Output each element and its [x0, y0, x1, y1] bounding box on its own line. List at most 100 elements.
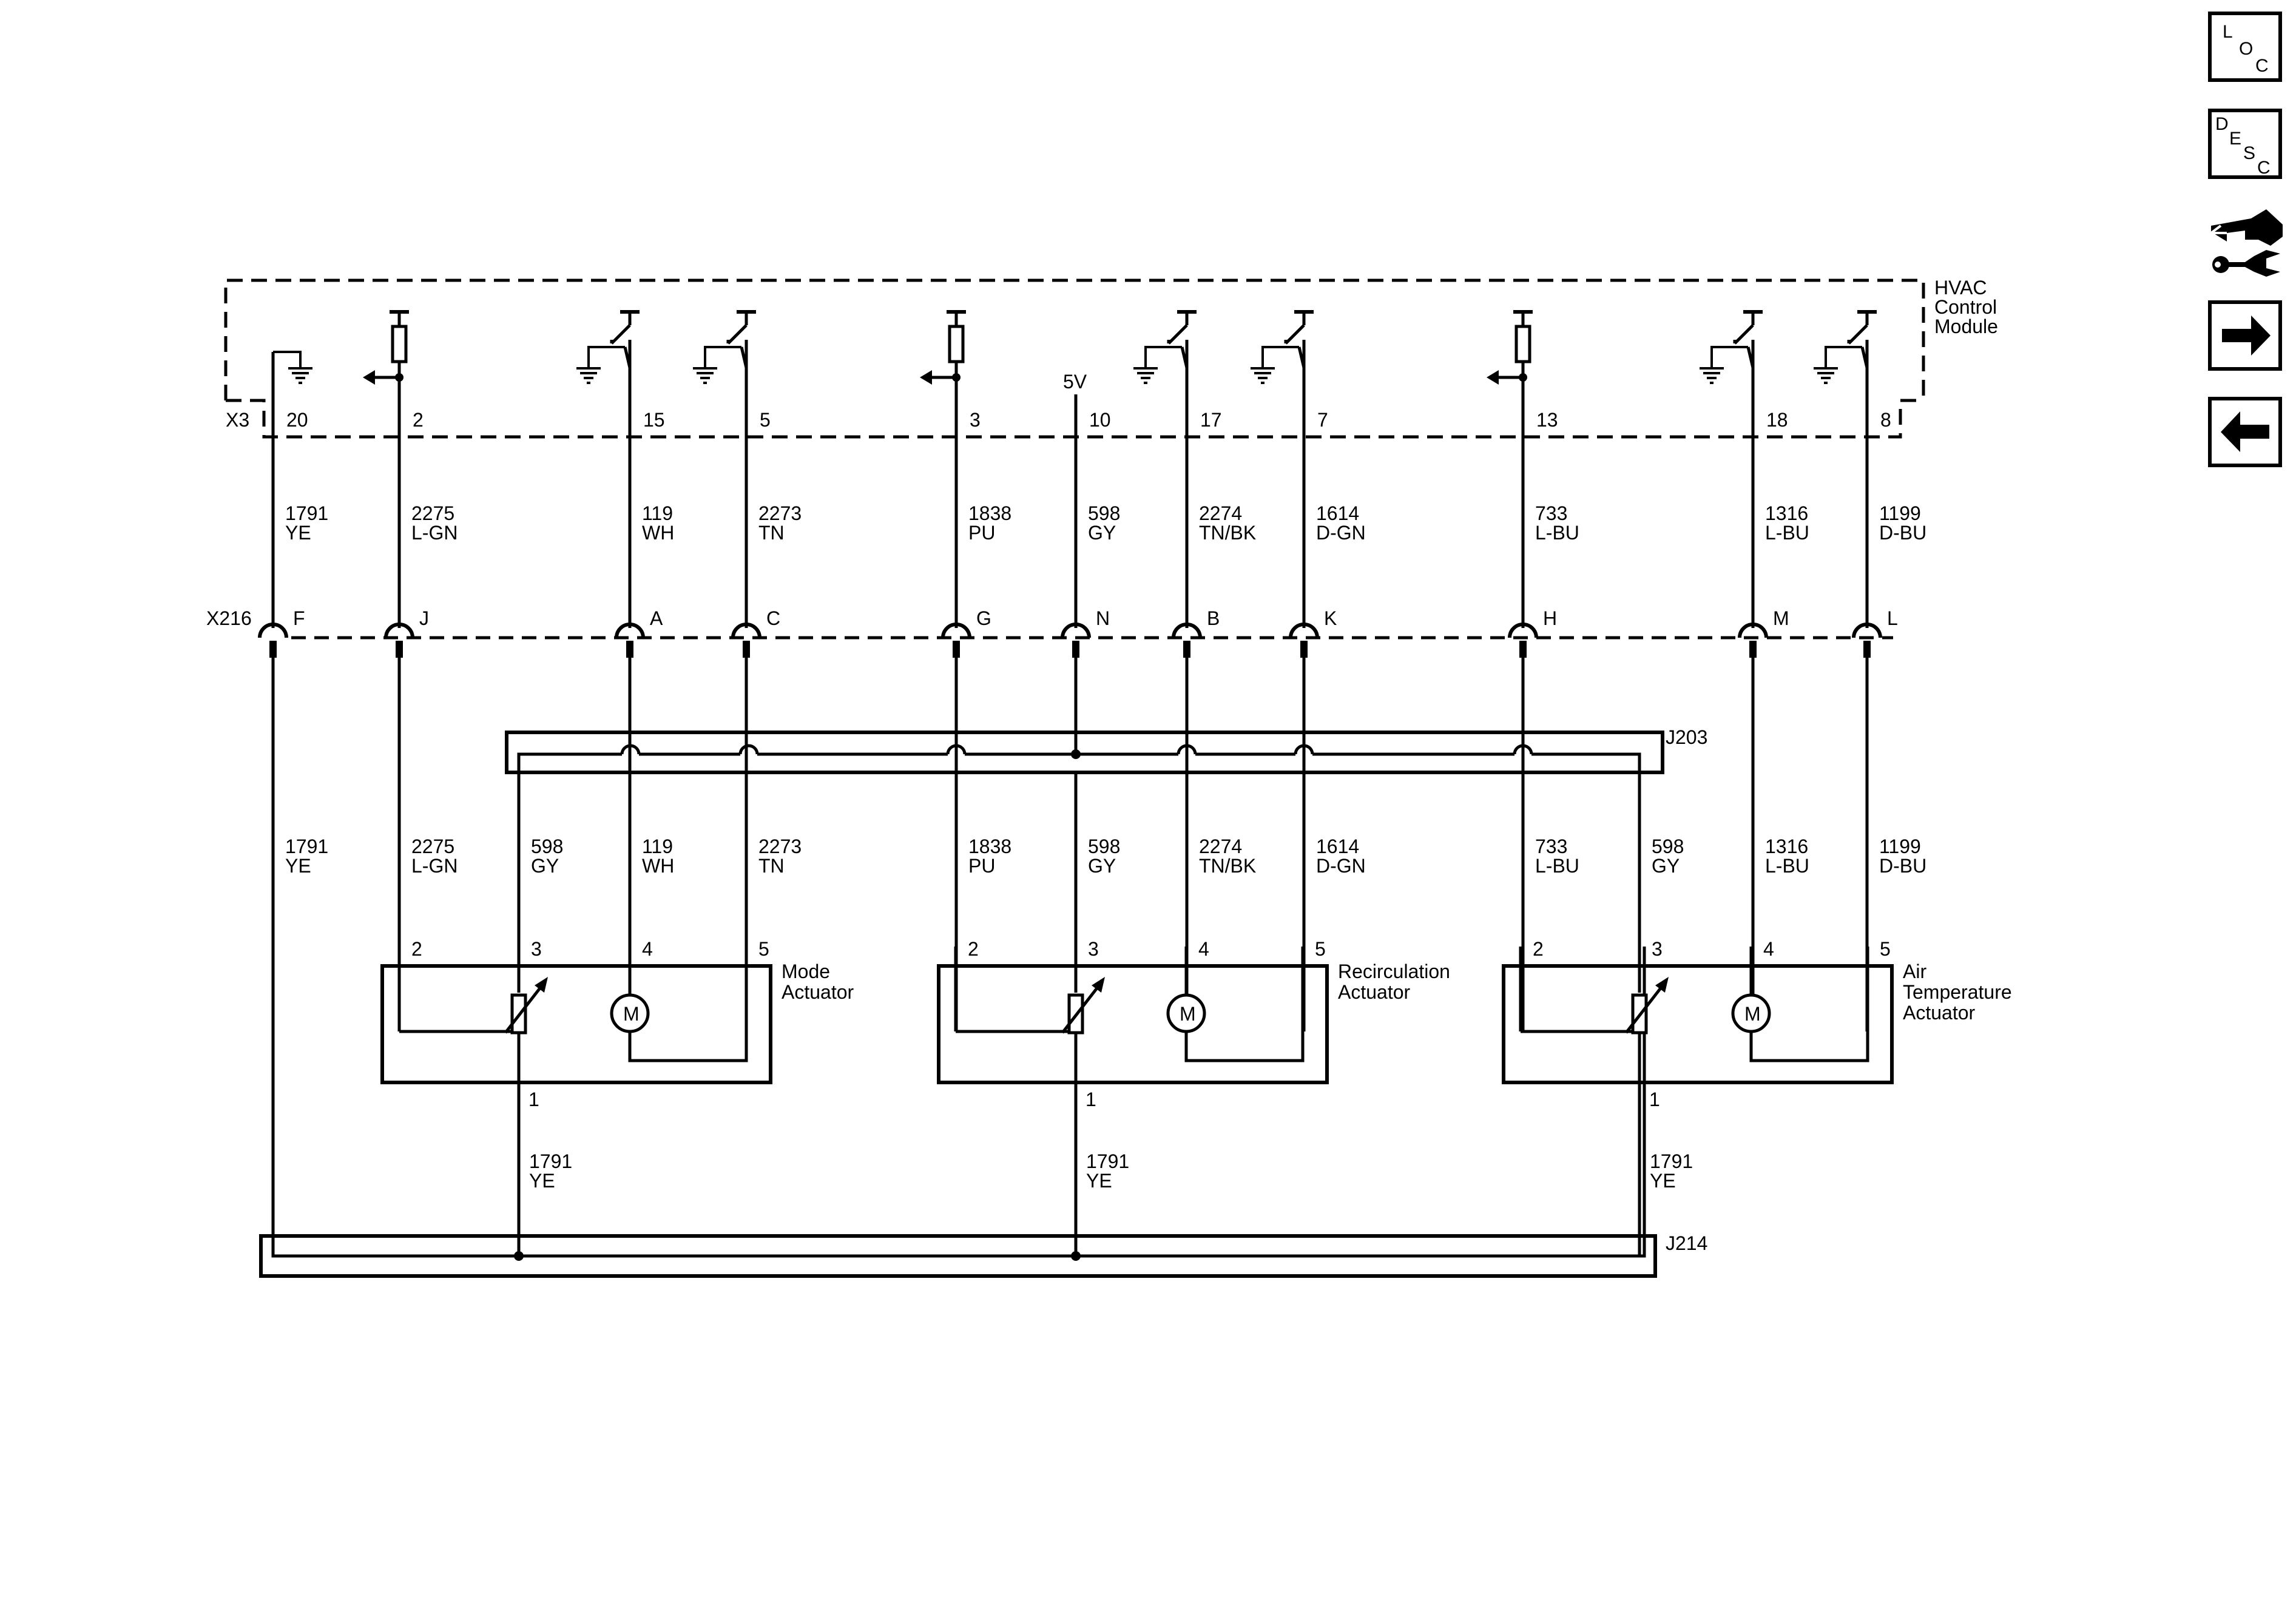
module-name-line3: Module — [1934, 316, 1998, 337]
actuator-ground-pin-label: 1 — [1649, 1089, 1660, 1110]
switch-contact — [1860, 346, 1869, 368]
wire-circuit-lower: 2275 — [411, 836, 454, 857]
recirc-ground-circuit: 1791 — [1086, 1150, 1129, 1172]
wire-color-upper: GY — [1088, 522, 1116, 544]
switch-contact — [1297, 346, 1306, 368]
wire-circuit-lower: 1316 — [1765, 836, 1808, 857]
wire-circuit-upper: 2275 — [411, 502, 454, 524]
supply-color-label: GY — [1088, 855, 1116, 877]
wiper-arrow-icon — [1092, 977, 1105, 993]
desc-letter-1: D — [2215, 114, 2229, 134]
wire-color-upper: WH — [642, 522, 674, 544]
x3-pin-label: 15 — [643, 409, 665, 431]
switch-blade — [610, 324, 631, 345]
x216-pin-c3 — [953, 641, 960, 658]
x216-pin-label: M — [1773, 607, 1789, 629]
x216-terminal-c18 — [1738, 623, 1768, 638]
x216-pin-c10 — [1072, 641, 1079, 658]
actuator-housing — [380, 964, 772, 1084]
actuator-name-line: Actuator — [1338, 981, 1411, 1003]
motor-label: M — [1744, 1003, 1761, 1025]
wire-circuit-lower: 2274 — [1199, 836, 1242, 857]
switch-ground-lead — [587, 346, 625, 367]
nav-button-prev[interactable] — [2208, 397, 2282, 467]
wire-circuit-lower: 1791 — [285, 836, 328, 857]
wire-color-upper: PU — [968, 522, 995, 544]
actuator-pin-label: 3 — [1088, 938, 1099, 960]
splice-pack-j203 — [505, 731, 1664, 774]
x216-pin-c17 — [1183, 641, 1190, 658]
motor-return-wire — [1749, 947, 1869, 1062]
actuator-housing — [937, 964, 1329, 1084]
mode-ground-color: YE — [529, 1170, 555, 1192]
wire-circuit-upper: 119 — [642, 502, 673, 524]
x3-pin-label: 18 — [1766, 409, 1788, 431]
potentiometer-wiper — [504, 983, 544, 1034]
x3-pin-label: 3 — [970, 409, 981, 431]
wire-color-lower: TN/BK — [1199, 855, 1256, 877]
switch-ground-lead — [1825, 346, 1862, 367]
wiper-arrow-icon — [535, 977, 548, 993]
ground-bus-j214 — [271, 643, 1646, 1258]
actuator-name-line: Actuator — [782, 981, 854, 1003]
recirc-ground-color: YE — [1086, 1170, 1112, 1192]
switch-ground-symbol — [1814, 367, 1838, 384]
signal-input-arrow-icon — [1487, 370, 1499, 385]
hvac-control-module — [224, 279, 1925, 439]
j203-bus-right — [1069, 752, 1641, 778]
wrench-service-icon[interactable] — [2210, 209, 2283, 277]
x216-pin-c18 — [1749, 641, 1757, 658]
pullup-resistor — [948, 325, 965, 363]
switch-contact — [1746, 346, 1755, 368]
signal-input-arrow-icon — [920, 370, 932, 385]
pullup-resistor — [1514, 325, 1531, 363]
desc-button-frame[interactable] — [2208, 109, 2282, 179]
wire-circuit-upper: 1838 — [968, 502, 1011, 524]
x3-pin-label: 7 — [1317, 409, 1328, 431]
desc-letter-2: E — [2229, 129, 2241, 149]
ground-lead — [273, 351, 302, 367]
nav-button-desc[interactable]: D E S C — [2208, 109, 2282, 179]
switch-ground-symbol — [1133, 367, 1158, 384]
switch-blade — [727, 324, 748, 345]
module-name-line1: HVAC — [1934, 277, 1987, 299]
x3-pin-label: 13 — [1536, 409, 1558, 431]
wire-color-lower: YE — [285, 855, 311, 877]
x216-pin-label: N — [1096, 607, 1110, 629]
x216-terminal-c7 — [1289, 623, 1319, 638]
switch-ground-lead — [704, 346, 741, 367]
x216-terminal-c10 — [1061, 623, 1091, 638]
x216-terminal-c13 — [1508, 623, 1538, 638]
loc-button-frame[interactable] — [2208, 12, 2282, 82]
x3-pin-label: 2 — [413, 409, 424, 431]
actuator-pin-label: 5 — [1315, 938, 1326, 960]
x216-pin-label: K — [1324, 607, 1337, 629]
switch-ground-symbol — [1700, 367, 1724, 384]
desc-letter-4: C — [2257, 158, 2271, 178]
wire-circuit-lower: 1199 — [1879, 836, 1921, 857]
nav-button-next[interactable] — [2208, 300, 2282, 371]
actuator-name-line: Actuator — [1903, 1002, 1976, 1024]
motor-label: M — [1180, 1003, 1196, 1025]
actuator-pin-label: 3 — [531, 938, 542, 960]
wire-circuit-lower: 733 — [1535, 836, 1567, 857]
mode-ground-circuit: 1791 — [529, 1150, 572, 1172]
switch-ground-lead — [1261, 346, 1299, 367]
pullup-resistor — [391, 325, 408, 363]
switch-ground-lead — [1144, 346, 1182, 367]
x216-terminal-c8 — [1852, 623, 1882, 638]
wire-color-upper: D-GN — [1316, 522, 1366, 544]
switch-ground-lead — [1710, 346, 1748, 367]
motor-label: M — [623, 1003, 640, 1025]
x216-pin-label: H — [1543, 607, 1557, 629]
wire-circuit-lower: 1838 — [968, 836, 1011, 857]
actuator-pin-label: 2 — [1533, 938, 1544, 960]
signal-input-arrow-icon — [363, 370, 375, 385]
module-name-line2: Control — [1934, 296, 1997, 318]
nav-button-loc[interactable]: L O C — [2208, 12, 2282, 82]
splice-node-j214-mode — [514, 1251, 524, 1261]
inline-connector-label: X216 — [206, 607, 252, 629]
motor-return-wire — [1184, 947, 1305, 1062]
